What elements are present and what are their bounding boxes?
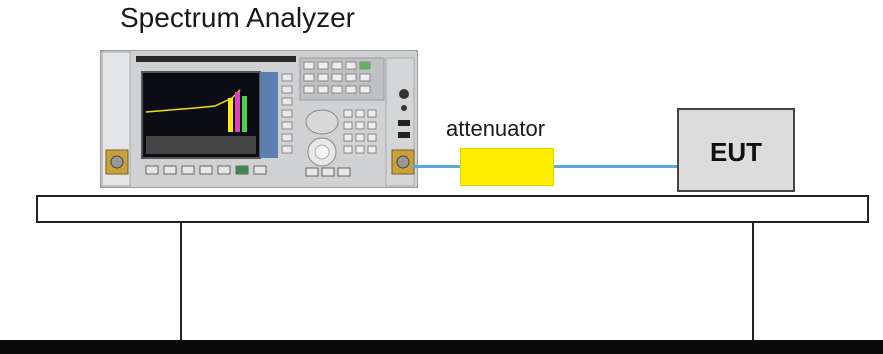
attenuator-block (460, 148, 554, 186)
table-leg-right (752, 223, 754, 340)
spectrum-analyzer-device (100, 50, 418, 188)
table-top (36, 195, 869, 223)
eut-box: EUT (677, 108, 795, 192)
cable-attenuator-to-eut (554, 165, 677, 168)
cable-analyzer-to-attenuator (412, 165, 460, 168)
eut-label: EUT (710, 137, 762, 167)
attenuator-label: attenuator (446, 116, 546, 141)
ground-plane (0, 340, 883, 354)
table-leg-left (180, 223, 182, 340)
spectrum-analyzer-label: Spectrum Analyzer (120, 2, 355, 33)
